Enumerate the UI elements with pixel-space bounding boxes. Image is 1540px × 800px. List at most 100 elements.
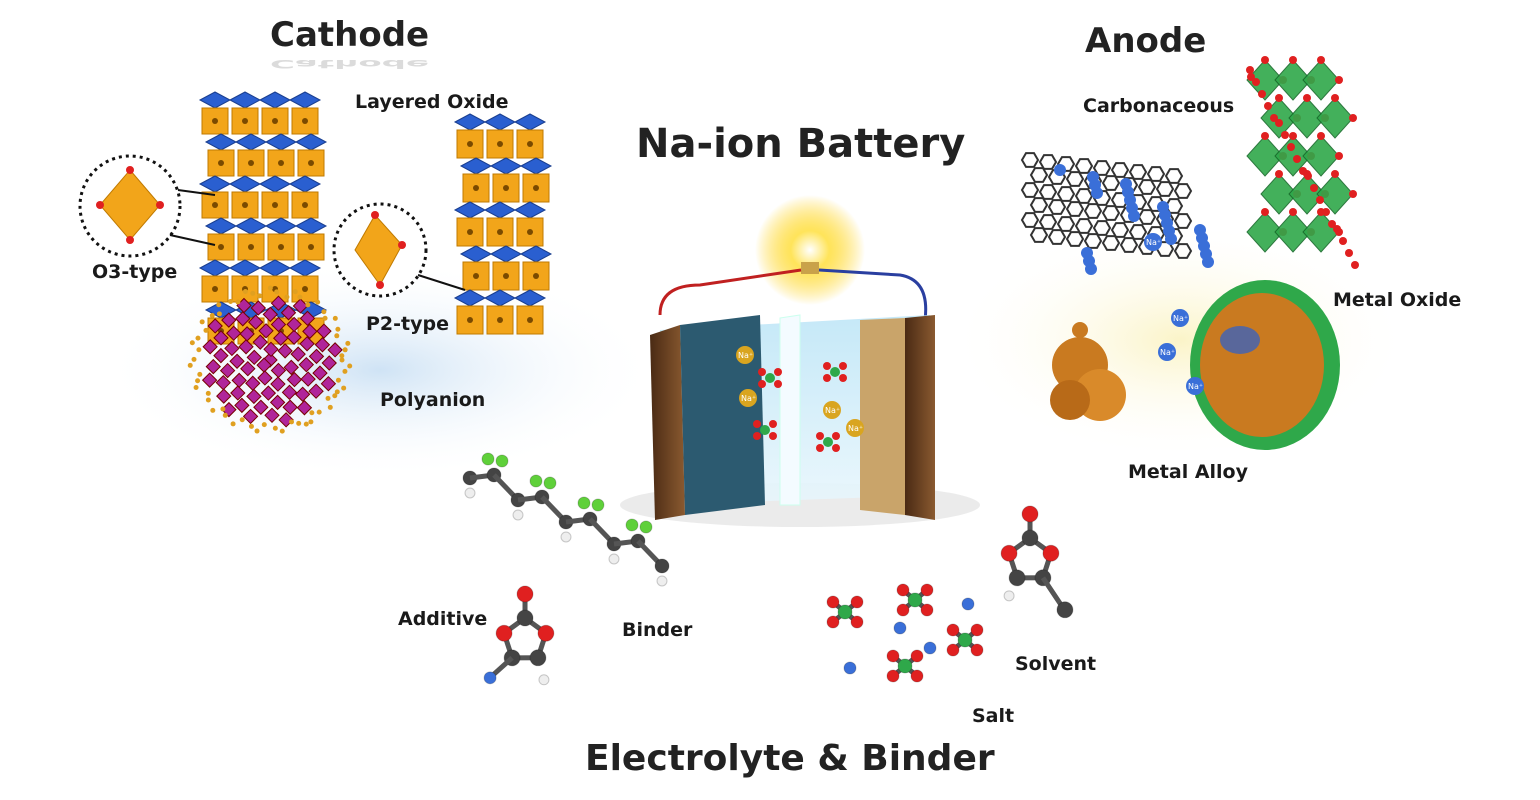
- polyhedron: [252, 334, 268, 350]
- sodium-atom: [210, 407, 216, 413]
- anion: [823, 437, 833, 447]
- atom: [529, 474, 543, 488]
- atom: [826, 615, 840, 629]
- sodium-atom: [473, 273, 479, 279]
- oxygen-atom: [1293, 155, 1301, 163]
- graphene-ring: [1074, 158, 1094, 174]
- layer-octahedron: [258, 175, 292, 193]
- sodium-ion-label: Na⁺: [1146, 238, 1161, 247]
- sodium-atom: [187, 362, 193, 368]
- polyhedron: [248, 314, 264, 330]
- graphene-ring: [1074, 188, 1094, 204]
- sodium-atom: [216, 302, 222, 308]
- sodium-atom: [189, 340, 195, 346]
- layer-octahedron: [204, 217, 238, 235]
- sodium-atom: [1157, 201, 1169, 213]
- sodium-atom: [248, 244, 254, 250]
- sodium-atom: [467, 141, 473, 147]
- polyhedron: [240, 360, 256, 377]
- graphene-ring: [1038, 214, 1058, 230]
- label-metal-alloy: Metal Alloy: [1128, 461, 1249, 483]
- sodium-atom: [315, 299, 321, 305]
- atom: [1056, 601, 1074, 619]
- layer-octahedron: [453, 113, 487, 131]
- oxygen-atom: [1287, 143, 1295, 151]
- oxygen-atom: [753, 432, 761, 440]
- layer-octahedron: [264, 217, 298, 235]
- graphene-ring: [1065, 231, 1085, 247]
- oxygen-atom: [1345, 249, 1353, 257]
- oxide-octahedron: [1316, 173, 1354, 215]
- oxygen-atom: [1261, 56, 1269, 64]
- layer-octahedron: [288, 175, 322, 193]
- graphene-ring: [1083, 203, 1103, 219]
- sodium-atom: [1120, 178, 1132, 190]
- oxygen-atom: [1252, 78, 1260, 86]
- polyhedron: [264, 407, 280, 424]
- graphene-ring: [1101, 235, 1121, 251]
- layer-octahedron: [453, 201, 487, 219]
- graphene-ring: [1029, 227, 1049, 243]
- additive-molecule: [483, 585, 555, 686]
- sodium-atom: [308, 160, 314, 166]
- p2-octahedron-zoom: [332, 202, 466, 298]
- graphene-ring: [1029, 197, 1049, 213]
- layer-octahedron: [459, 245, 493, 263]
- na-site-octahedron: [267, 149, 295, 177]
- polyhedron: [298, 356, 315, 373]
- atom: [483, 671, 497, 685]
- polyhedron: [296, 400, 313, 416]
- sodium-atom: [199, 319, 205, 325]
- atom: [837, 604, 853, 620]
- sodium-atom: [527, 229, 533, 235]
- layer-octahedron: [483, 113, 517, 131]
- sodium-atom: [302, 202, 308, 208]
- oxygen-atom: [823, 374, 831, 382]
- sodium-atom: [334, 389, 340, 395]
- oxide-octahedron: [1302, 59, 1340, 101]
- sodium-atom: [195, 378, 201, 384]
- layer-octahedron: [198, 259, 232, 277]
- atom: [591, 498, 605, 512]
- sodium-atom: [316, 409, 322, 415]
- oxide-octahedron: [1302, 135, 1340, 177]
- polyhedron: [234, 397, 250, 414]
- wire-blue: [818, 268, 928, 321]
- atom: [516, 585, 534, 603]
- layer-octahedron: [228, 91, 262, 109]
- sodium-atom: [242, 202, 248, 208]
- polyhedron: [316, 323, 332, 339]
- graphene-ring: [1164, 168, 1184, 184]
- sodium-atom: [254, 428, 260, 434]
- sodium-atom: [205, 390, 211, 396]
- atom: [970, 623, 984, 637]
- sodium-atom: [335, 326, 341, 332]
- oxygen-atom: [832, 432, 840, 440]
- oxygen-atom: [769, 432, 777, 440]
- na-site-octahedron: [201, 275, 229, 303]
- salt-molecules: [826, 583, 984, 683]
- sodium-atom: [345, 340, 351, 346]
- layer-octahedron: [489, 245, 523, 263]
- oxygen-atom: [816, 444, 824, 452]
- polyhedron: [258, 323, 274, 339]
- sodium-atom: [267, 285, 273, 291]
- oxygen-atom: [1349, 114, 1357, 122]
- anode-current-collector: [905, 315, 935, 520]
- sodium-atom: [296, 420, 302, 426]
- polyhedron: [253, 399, 269, 415]
- atom: [970, 643, 984, 657]
- oxygen-atom: [774, 380, 782, 388]
- oxygen-atom: [816, 432, 824, 440]
- oxygen-atom: [753, 420, 761, 428]
- sodium-atom: [292, 289, 298, 295]
- graphene-ring: [1047, 229, 1067, 245]
- oxygen-atom: [1275, 94, 1283, 102]
- graphene-ring: [1173, 183, 1193, 199]
- atom: [639, 520, 653, 534]
- graphene-ring: [1020, 212, 1040, 228]
- graphene-ring: [1065, 171, 1085, 187]
- oxygen-atom: [839, 374, 847, 382]
- polyhedron: [246, 388, 262, 405]
